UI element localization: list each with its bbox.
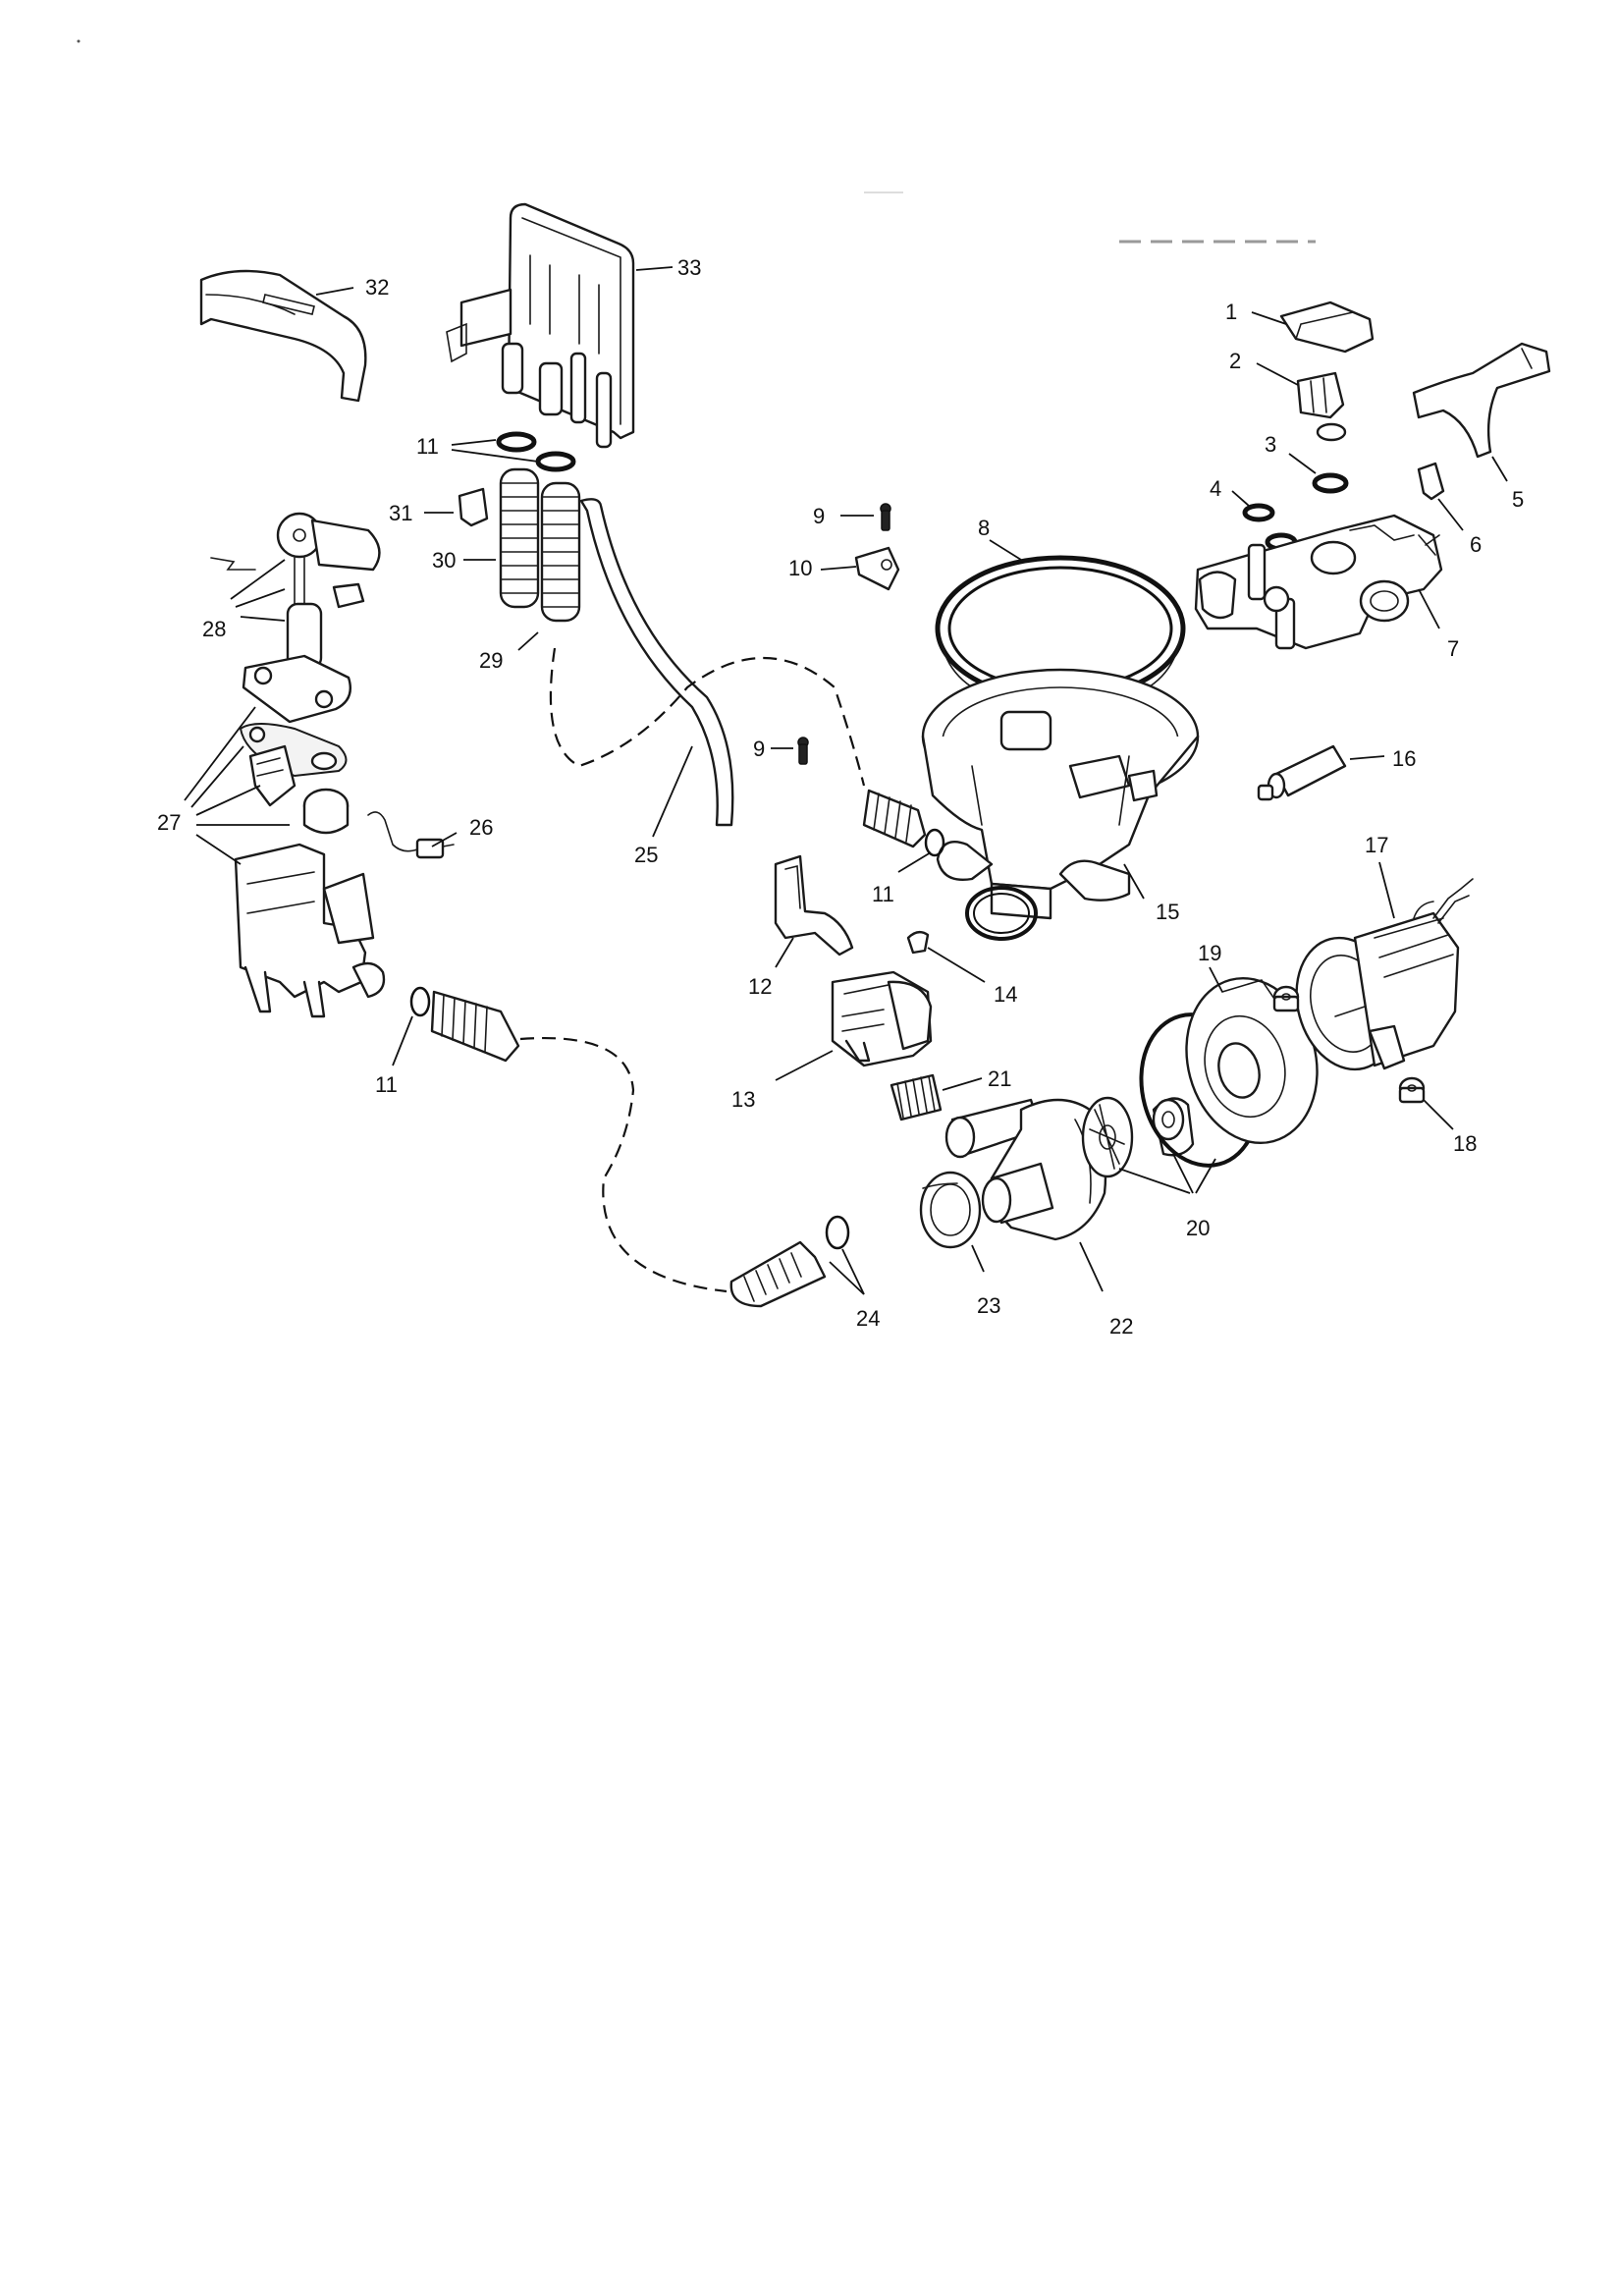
part-7-valve-body [1194, 514, 1443, 650]
callout-11-top: 11 [416, 434, 439, 459]
callout-28: 28 [202, 617, 226, 641]
callout-18: 18 [1453, 1131, 1477, 1156]
part-25-tube [579, 498, 734, 827]
part-4-o-rings [1242, 503, 1298, 552]
hose-mid-corrugated [862, 789, 927, 848]
callout-9-top: 9 [813, 504, 825, 528]
part-28-sensor [210, 512, 381, 670]
hose-11-left-corrugated [430, 990, 520, 1063]
part-18-foot-upper [1272, 985, 1300, 1012]
part-1-cap [1279, 301, 1375, 354]
part-9-screw-mid [797, 737, 809, 765]
callout-5: 5 [1512, 487, 1524, 512]
part-32-cover [199, 269, 367, 403]
part-33-panel [446, 202, 635, 449]
callout-15: 15 [1156, 900, 1179, 924]
callout-8: 8 [978, 516, 990, 540]
callout-17: 17 [1365, 833, 1388, 857]
part-16-sensor [1257, 744, 1347, 801]
callout-6: 6 [1470, 532, 1482, 557]
o-rings-11-top [496, 431, 576, 472]
sump-clamp-ring [965, 886, 1038, 941]
part-22-pump-housing [944, 1098, 1107, 1241]
callout-20: 20 [1186, 1216, 1210, 1240]
callout-16: 16 [1392, 746, 1416, 771]
o-ring-11-mid [924, 828, 945, 857]
part-19-pump-cover [1185, 976, 1319, 1145]
callout-labels: 1 2 3 4 5 6 7 8 9 9 10 11 11 11 12 13 14… [157, 255, 1524, 1339]
part-20-impeller [1081, 1012, 1261, 1178]
callout-19: 19 [1198, 941, 1221, 965]
dashed-routing [519, 647, 866, 1293]
part-12-bracket [774, 854, 854, 957]
callout-30: 30 [432, 548, 456, 573]
callout-32: 32 [365, 275, 389, 300]
callout-29: 29 [479, 648, 503, 673]
callout-11-left: 11 [375, 1072, 398, 1097]
callout-11-mid: 11 [872, 882, 894, 906]
callout-7: 7 [1447, 636, 1459, 661]
part-15-sump [921, 668, 1200, 920]
callout-27: 27 [157, 810, 181, 835]
leader-lines [184, 266, 1508, 1295]
callout-10: 10 [788, 556, 812, 580]
part-27-valve-assembly [234, 654, 386, 1018]
callout-3: 3 [1265, 432, 1276, 457]
callout-33: 33 [677, 255, 701, 280]
part-5-cover [1412, 342, 1551, 459]
part-3-o-ring [1312, 472, 1349, 494]
part-10-bracket [854, 546, 900, 591]
callout-1: 1 [1225, 300, 1237, 324]
callout-21: 21 [988, 1066, 1011, 1091]
part-23-seal [919, 1171, 982, 1249]
callout-22: 22 [1109, 1314, 1133, 1339]
callout-2: 2 [1229, 349, 1241, 373]
part-24-hose [729, 1215, 850, 1308]
part-9-screw-top [880, 503, 891, 531]
part-29-hose [540, 481, 581, 623]
callout-24: 24 [856, 1306, 880, 1331]
part-6-clip [1417, 462, 1445, 501]
part-2-connector [1296, 371, 1347, 442]
callout-14: 14 [994, 982, 1017, 1007]
callout-13: 13 [731, 1087, 755, 1112]
part-18-foot-lower [1398, 1076, 1426, 1104]
part-21-spring [890, 1073, 943, 1121]
part-31-clip [458, 487, 489, 527]
callout-9-mid: 9 [753, 737, 765, 761]
part-13-pump [831, 970, 933, 1067]
part-17-motor [1295, 878, 1474, 1071]
callout-12: 12 [748, 974, 772, 999]
part-26-wire [367, 811, 455, 859]
callout-26: 26 [469, 815, 493, 840]
callout-4: 4 [1210, 476, 1221, 501]
o-ring-11-left [409, 986, 431, 1017]
callout-23: 23 [977, 1293, 1000, 1318]
part-14-clip [906, 930, 930, 955]
callout-25: 25 [634, 843, 658, 867]
header-marks [77, 39, 1316, 244]
part-30-hose [499, 467, 540, 609]
callout-31: 31 [389, 501, 412, 525]
